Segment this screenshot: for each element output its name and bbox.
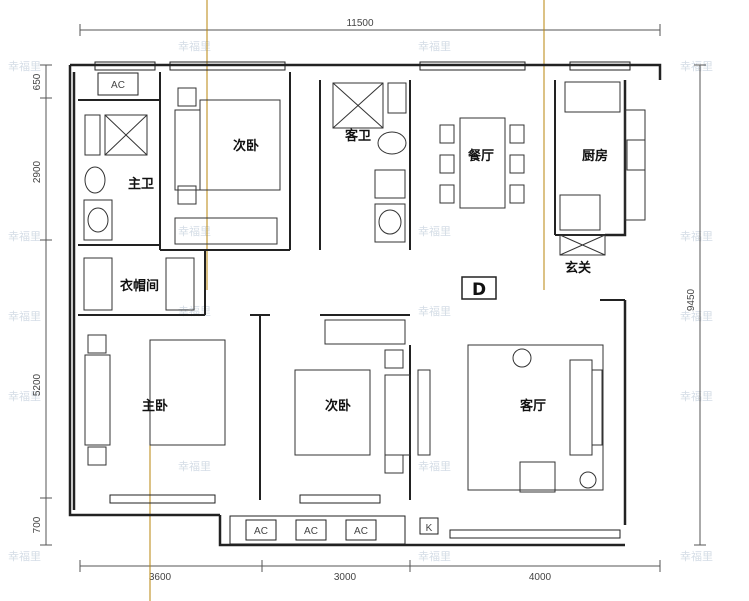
desk <box>174 109 201 191</box>
watermark: 幸福里 <box>8 389 41 403</box>
wardrobe <box>84 354 111 446</box>
dim-top-total: 11500 <box>346 18 374 29</box>
nightstand <box>87 446 107 466</box>
dim-left-3: 5200 <box>32 373 43 396</box>
closet-rack <box>165 257 195 311</box>
watermark: 幸福里 <box>680 309 713 323</box>
room-walkin-closet: 衣帽间 <box>120 278 159 294</box>
dim-bottom-3: 4000 <box>529 572 552 583</box>
watermark: 幸福里 <box>8 229 41 243</box>
vanity <box>387 82 407 114</box>
room-master-bath: 主卫 <box>128 176 154 192</box>
ac-label: AC <box>111 80 125 91</box>
dimension-lines <box>40 24 706 572</box>
watermark: 幸福里 <box>178 39 211 53</box>
nightstand <box>384 349 404 369</box>
dim-left-2: 2900 <box>32 160 43 183</box>
ac-label: AC <box>304 526 318 537</box>
stove <box>626 139 646 171</box>
nightstand <box>384 454 404 474</box>
shoe-cabinet <box>559 234 606 256</box>
cabinet <box>374 169 406 199</box>
nightstand <box>87 334 107 354</box>
watermark: 幸福里 <box>680 59 713 73</box>
fridge <box>559 194 601 231</box>
windows <box>94 61 631 539</box>
sink <box>374 203 406 243</box>
watermark: 幸福里 <box>418 39 451 53</box>
watermark: 幸福里 <box>680 389 713 403</box>
dining-table <box>459 117 506 209</box>
watermark: 幸福里 <box>418 304 451 318</box>
nightstand <box>177 185 197 205</box>
dim-bottom-1: 3600 <box>149 572 172 583</box>
side-table <box>579 471 597 489</box>
armchair <box>519 461 556 493</box>
dim-left-4: 700 <box>32 516 43 533</box>
room-guest-bath: 客卫 <box>345 128 371 144</box>
room-entry: 玄关 <box>565 260 591 276</box>
vanity <box>84 114 101 156</box>
shower <box>332 82 384 129</box>
desk <box>384 374 411 456</box>
watermark: 幸福里 <box>178 224 211 238</box>
dim-right-total: 9450 <box>686 288 697 311</box>
sink <box>564 81 621 113</box>
watermark: 幸福里 <box>178 459 211 473</box>
wardrobe <box>324 319 406 345</box>
shower <box>104 114 148 156</box>
exterior-walls <box>68 63 662 547</box>
dim-left-1: 650 <box>32 73 43 90</box>
watermark: 幸福里 <box>418 224 451 238</box>
watermark: 幸福里 <box>8 549 41 563</box>
furniture <box>83 81 646 493</box>
watermark: 幸福里 <box>680 549 713 563</box>
toilet <box>377 131 407 155</box>
bed <box>149 339 226 446</box>
ac-units: AC AC AC AC K <box>97 72 439 545</box>
room-bedroom-b: 次卧 <box>325 398 351 414</box>
guide-lines <box>149 0 545 601</box>
closet-rack <box>83 257 113 311</box>
toilet <box>84 166 106 194</box>
tv-cabinet <box>417 369 431 456</box>
bed <box>294 369 371 456</box>
rug <box>467 344 604 491</box>
room-living: 客厅 <box>520 398 546 414</box>
room-dining: 餐厅 <box>467 148 494 164</box>
unit-label: D <box>472 280 486 300</box>
room-kitchen: 厨房 <box>582 148 608 164</box>
sink <box>83 199 113 241</box>
watermark: 幸福里 <box>418 549 451 563</box>
watermark: 幸福里 <box>680 229 713 243</box>
nightstand <box>177 87 197 107</box>
lamp <box>512 348 532 368</box>
watermark: 幸福里 <box>418 459 451 473</box>
watermark: 幸福里 <box>8 59 41 73</box>
watermarks: 幸福里 幸福里 幸福里 幸福里 幸福里 幸福里 幸福里 幸福里 幸福里 幸福里 … <box>8 39 713 563</box>
counter <box>624 109 646 221</box>
wardrobe <box>174 217 278 245</box>
k-label: K <box>426 523 433 534</box>
room-bedroom-a: 次卧 <box>233 138 259 154</box>
dim-bottom-2: 3000 <box>334 572 357 583</box>
ac-label: AC <box>354 526 368 537</box>
sofa <box>569 359 593 456</box>
ac-label: AC <box>254 526 268 537</box>
watermark: 幸福里 <box>8 309 41 323</box>
room-master-bedroom: 主卧 <box>142 398 168 414</box>
